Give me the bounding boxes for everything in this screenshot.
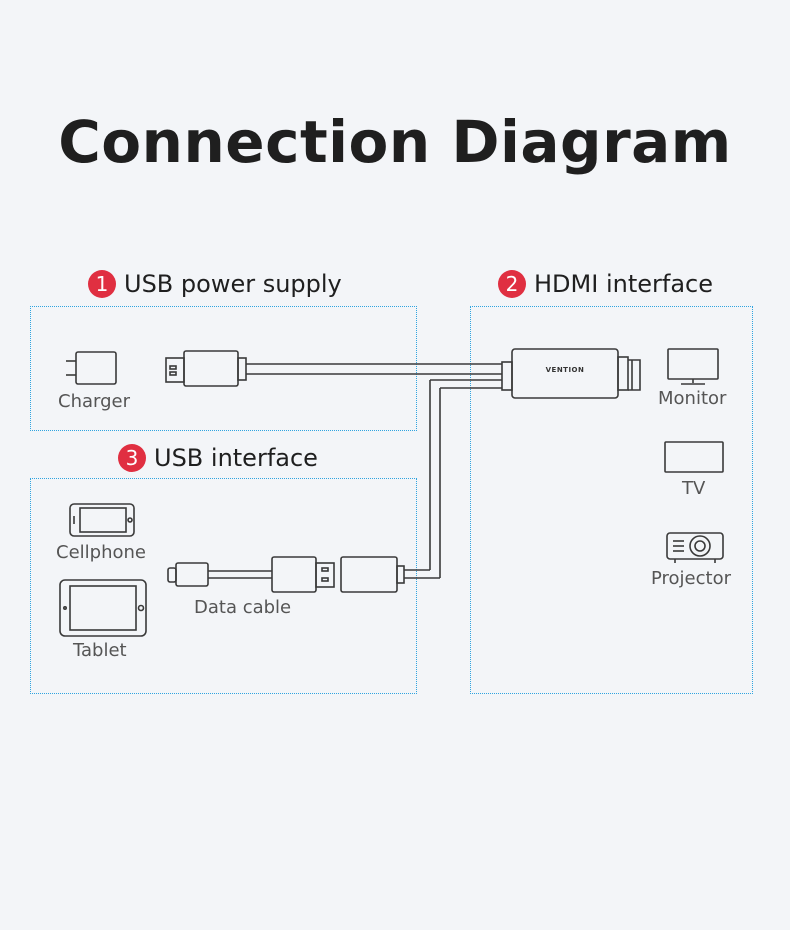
charger-icon <box>66 351 117 385</box>
brand-logo: VENTION <box>545 366 585 374</box>
section-hdmi-heading: 2 HDMI interface <box>498 270 713 298</box>
section-label: USB power supply <box>124 270 342 298</box>
tv-label: TV <box>682 478 706 499</box>
section-number-badge: 3 <box>118 444 146 472</box>
section-label: USB interface <box>154 444 318 472</box>
monitor-icon <box>667 348 719 385</box>
usb-interface-cable <box>404 379 502 579</box>
section-usb-interface-heading: 3 USB interface <box>118 444 318 472</box>
page-title: Connection Diagram <box>58 108 732 176</box>
tv-icon <box>664 441 724 473</box>
tablet-label: Tablet <box>73 640 127 661</box>
charger-label: Charger <box>58 391 130 412</box>
hdmi-adapter-icon <box>501 348 641 399</box>
micro-usb-plug-icon <box>167 562 272 587</box>
usb-interface-box <box>30 478 417 694</box>
usb-power-box <box>30 306 417 431</box>
projector-label: Projector <box>651 568 731 589</box>
monitor-label: Monitor <box>658 388 727 409</box>
usb-a-male-icon <box>271 556 335 593</box>
hdmi-box <box>470 306 753 694</box>
projector-icon <box>666 532 724 563</box>
cellphone-label: Cellphone <box>56 542 146 563</box>
section-number-badge: 1 <box>88 270 116 298</box>
usb-a-plug-icon <box>165 350 247 387</box>
section-usb-power-heading: 1 USB power supply <box>88 270 342 298</box>
usb-a-female-icon <box>340 556 405 593</box>
cellphone-icon <box>69 503 135 537</box>
section-number-badge: 2 <box>498 270 526 298</box>
section-label: HDMI interface <box>534 270 713 298</box>
power-cable <box>246 363 502 375</box>
tablet-icon <box>59 579 147 637</box>
data-cable-label: Data cable <box>194 597 292 618</box>
